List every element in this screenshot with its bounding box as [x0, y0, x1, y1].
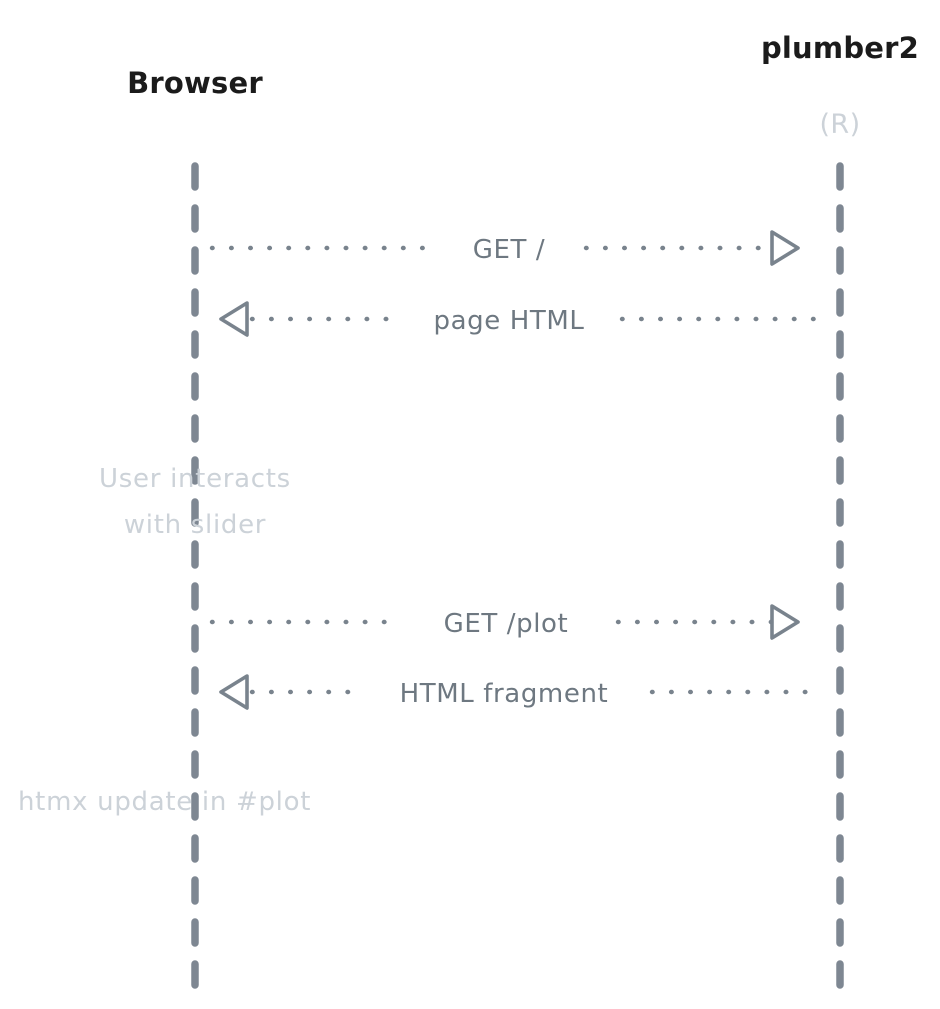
message-1-arrowhead-right [770, 230, 800, 266]
message-3-label: GET /plot [444, 609, 569, 639]
message-3[interactable]: GET /plot [209, 604, 800, 640]
lifelines-group [191, 162, 844, 990]
message-1-label: GET / [473, 235, 545, 265]
message-4-label: HTML fragment [400, 679, 609, 709]
message-1[interactable]: GET / [209, 230, 800, 266]
note-2: htmx update in #plot [18, 787, 311, 817]
note-2-line-1: htmx update in #plot [18, 787, 311, 817]
message-4-arrowhead-left [219, 674, 249, 710]
participant-label-plumber2: plumber2 [761, 31, 919, 65]
message-4[interactable]: HTML fragment [219, 674, 825, 710]
message-2[interactable]: page HTML [219, 301, 825, 337]
participant-sublabel-plumber2: (R) [819, 109, 860, 140]
note-1-line-2: with slider [124, 510, 266, 540]
note-1-line-1: User interacts [99, 464, 291, 494]
participant-plumber2[interactable]: plumber2 (R) [761, 31, 919, 140]
message-3-arrowhead-right [770, 604, 800, 640]
participant-browser[interactable]: Browser [127, 66, 263, 100]
note-1: User interacts with slider [99, 464, 291, 540]
participant-label-browser: Browser [127, 66, 263, 100]
message-2-arrowhead-left [219, 301, 249, 337]
message-2-label: page HTML [434, 306, 585, 336]
